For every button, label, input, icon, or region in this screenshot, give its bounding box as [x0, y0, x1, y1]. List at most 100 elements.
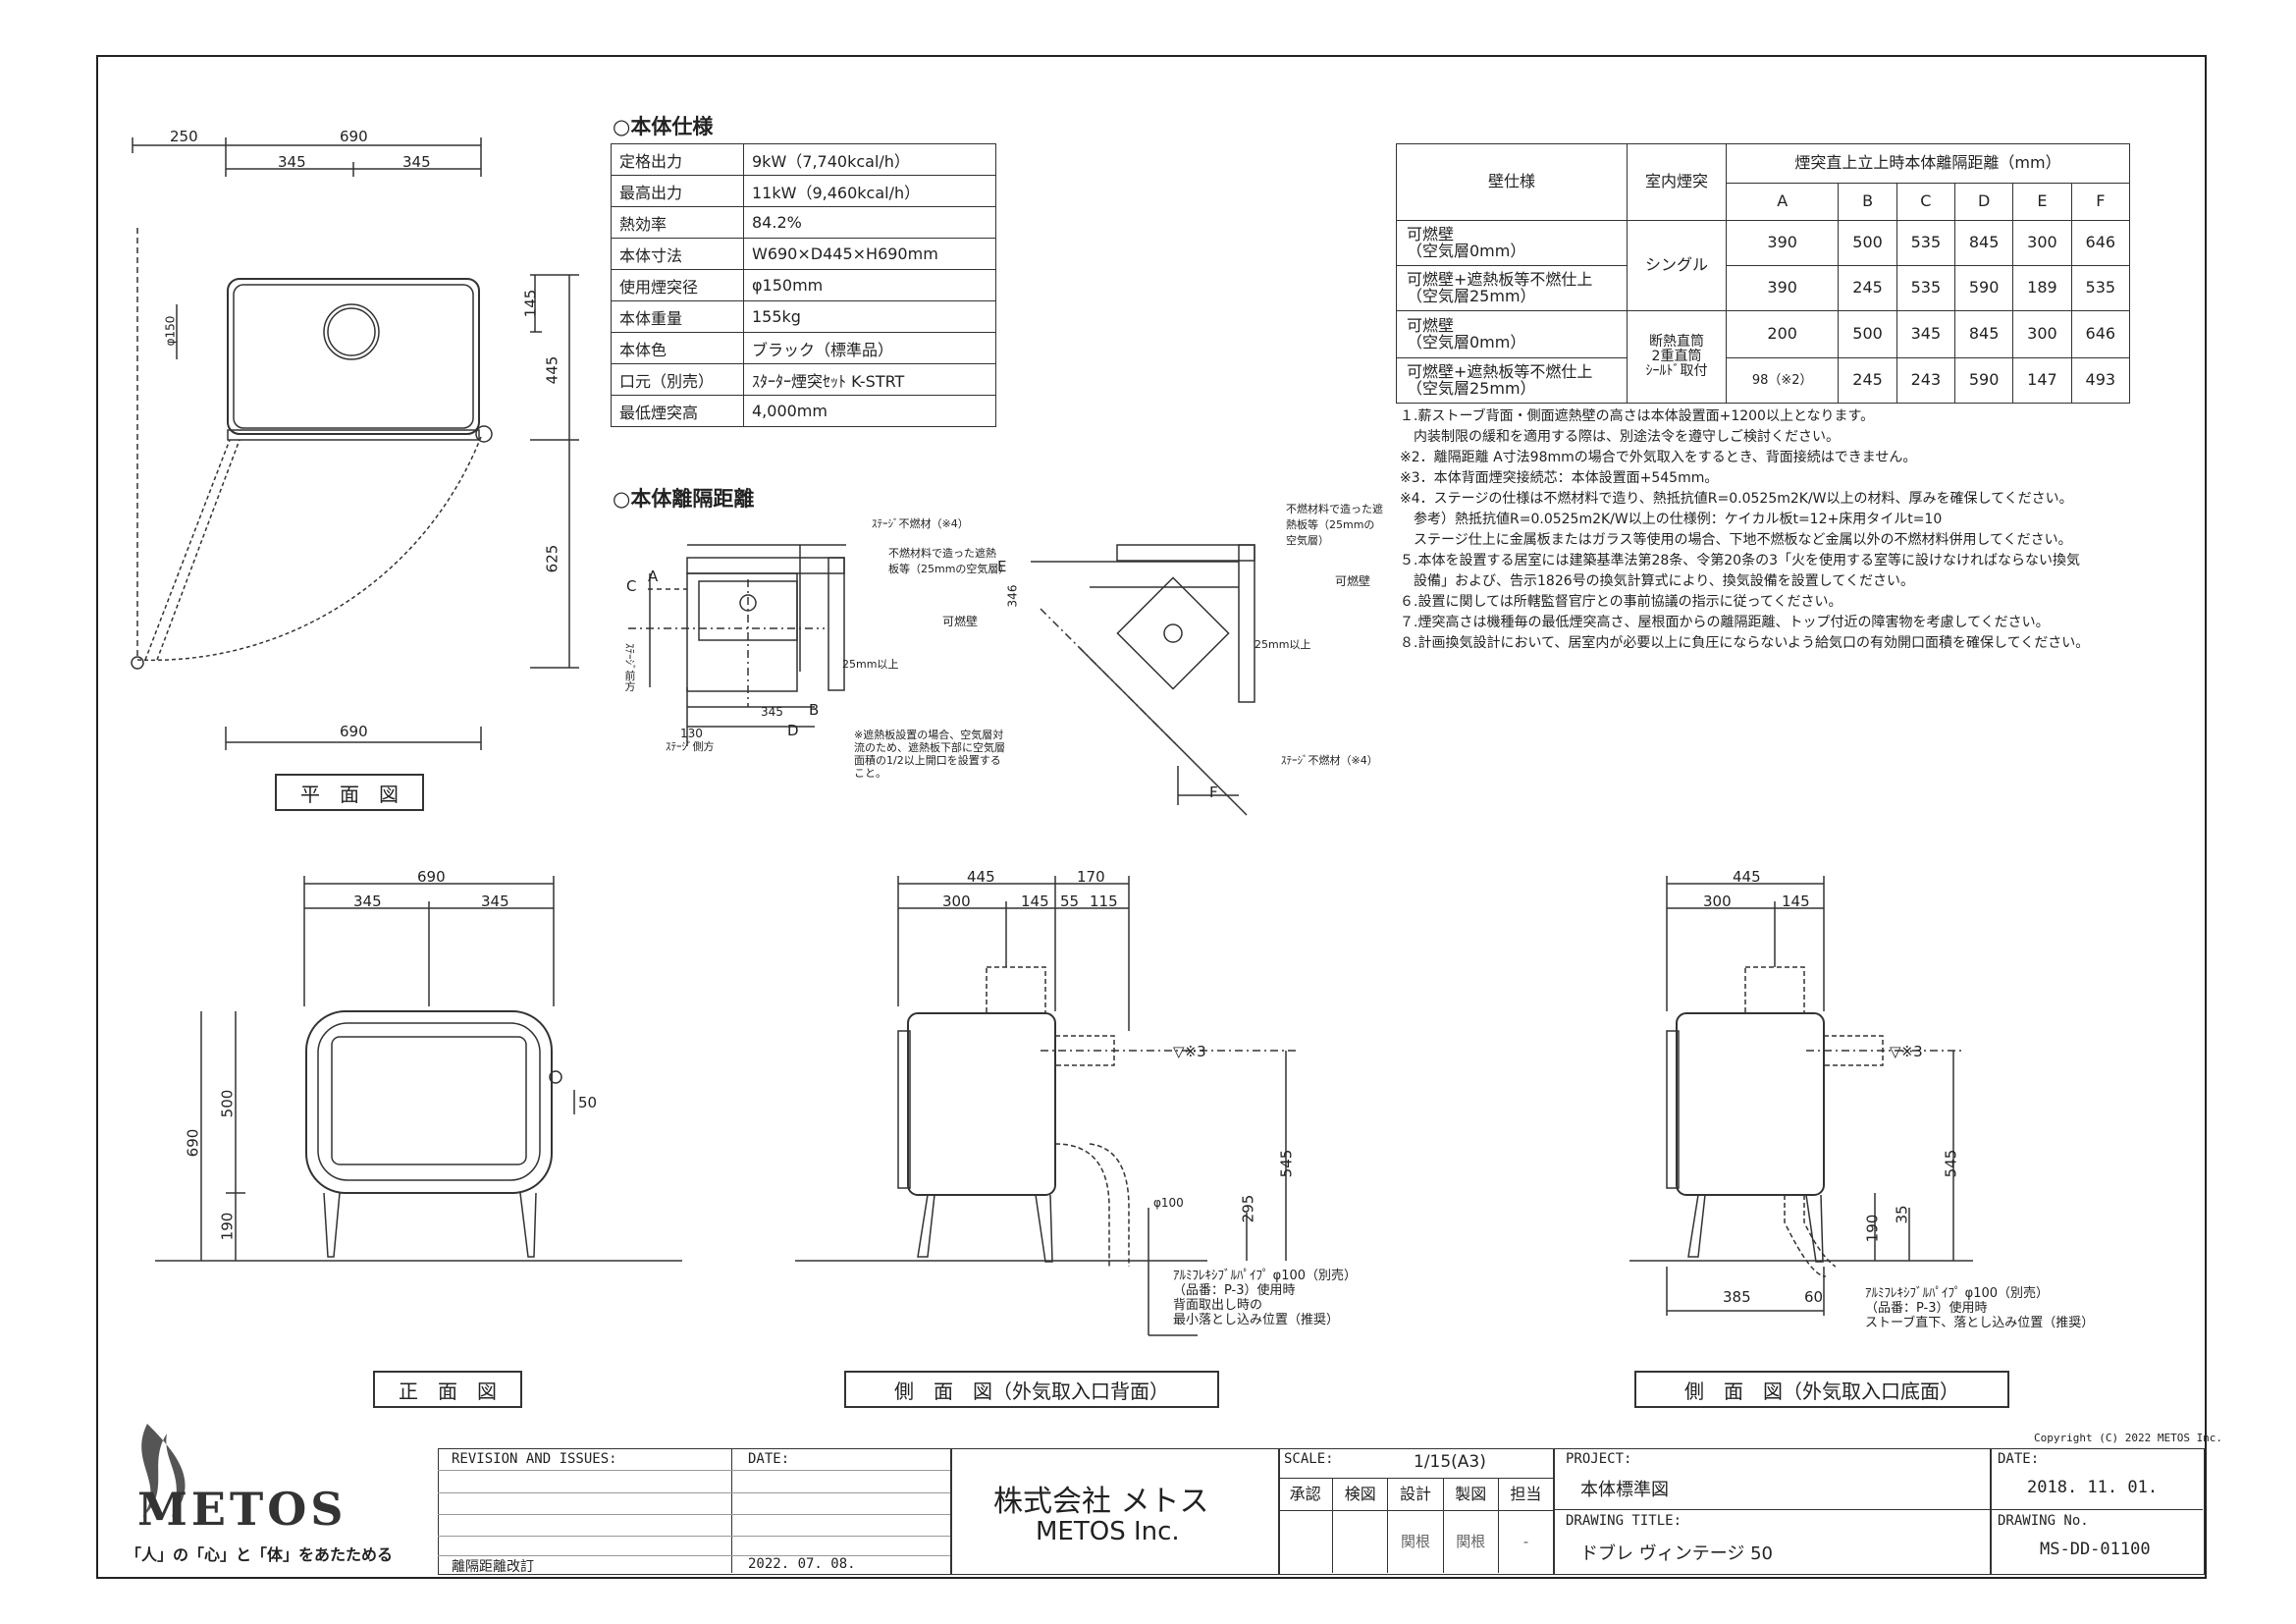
scale-block — [1278, 1448, 1555, 1575]
revision-entry-date: 2022. 07. 08. — [748, 1556, 856, 1572]
side-dim-55: 55 — [1060, 893, 1080, 910]
scale-label: SCALE: — [1284, 1451, 1334, 1467]
plan-dim-445: 445 — [543, 355, 561, 385]
plan-view-drawing — [131, 137, 579, 750]
side-dim-545: 545 — [1277, 1149, 1296, 1178]
project-block — [1553, 1448, 1992, 1575]
front-view-label: 正 面 図 — [373, 1371, 522, 1408]
side-dim-300: 300 — [942, 893, 971, 910]
side-rear-view-label: 側 面 図（外気取入口背面） — [844, 1371, 1219, 1408]
date-value: 2018. 11. 01. — [2027, 1478, 2159, 1497]
side-dim-170: 170 — [1077, 868, 1105, 886]
side-dim-295: 295 — [1239, 1194, 1257, 1223]
drawing-no: MS-DD-01100 — [2040, 1540, 2151, 1559]
clr-d345: 345 — [761, 705, 783, 719]
side-dim-445: 445 — [967, 868, 995, 886]
clr-F: F — [1209, 784, 1218, 801]
side2-dim-445: 445 — [1733, 868, 1761, 886]
project-value: 本体標準図 — [1580, 1480, 1669, 1500]
side-rear-pipe-note: ｱﾙﾐﾌﾚｷｼﾌﾞﾙﾊﾟｲﾌﾟ φ100（別売） （品番：P-3）使用時 背面取… — [1173, 1269, 1358, 1327]
clr-E: E — [997, 558, 1007, 575]
front-dim-190: 190 — [218, 1212, 237, 1241]
clr-C: C — [626, 577, 637, 595]
metos-logo-text: METOS — [137, 1483, 347, 1536]
revision-entry: 離隔距離改訂 — [452, 1559, 534, 1575]
side2-dim-385: 385 — [1723, 1288, 1751, 1306]
copyright: Copyright (C) 2022 METOS Inc. — [2034, 1432, 2223, 1444]
label-stage-side: ｽﾃｰｼﾞ側方 — [666, 740, 715, 753]
side2-mark-3: ▽※3 — [1890, 1043, 1923, 1060]
drawing-frame — [96, 55, 2207, 1579]
approval-row: 承認 検図 設計 製図 担当 — [1278, 1479, 1553, 1510]
label-wall-right: 可燃壁 — [1335, 574, 1371, 588]
drawing-no-label: DRAWING No. — [1998, 1513, 2089, 1529]
label-wall-left: 可燃壁 — [942, 615, 979, 628]
notes-list: １.薪ストーブ背面・側面遮熱壁の高さは本体設置面+1200以上となります。 内装… — [1400, 408, 2090, 651]
label-stage-front: ｽﾃｰｼﾞ前方 — [623, 643, 636, 692]
clearance-left-drawing — [628, 544, 846, 746]
plan-dim-145: 145 — [521, 289, 540, 318]
side2-dim-545: 545 — [1942, 1149, 1960, 1178]
plan-dim-625: 625 — [543, 544, 561, 573]
company-name-en: METOS Inc. — [1036, 1517, 1180, 1546]
clearance-right-drawing — [1031, 544, 1255, 816]
revision-block — [438, 1448, 952, 1575]
spec-row: 口元（別売）ｽﾀｰﾀｰ煙突ｾｯﾄ K-STRT — [611, 363, 996, 396]
plan-dim-250: 250 — [170, 128, 198, 145]
revision-label: REVISION AND ISSUES: — [452, 1451, 617, 1467]
label-stage-fireproof-left: ｽﾃｰｼﾞ不燃材（※4） — [872, 517, 969, 530]
revision-date-label: DATE: — [748, 1451, 790, 1467]
label-shield-right: 不燃材料で造った遮熱板等（25mmの空気層） — [1286, 503, 1383, 547]
metos-flame-logo — [141, 1424, 186, 1517]
date-label: DATE: — [1998, 1451, 2040, 1467]
side-dim-phi100: φ100 — [1153, 1196, 1184, 1210]
clr-D: D — [787, 722, 799, 739]
project-label: PROJECT: — [1566, 1451, 1632, 1467]
company-name-ja: 株式会社 メトス — [993, 1485, 1209, 1519]
side2-dim-190: 190 — [1863, 1214, 1882, 1243]
side-rear-view-drawing — [795, 876, 1296, 1336]
scale-value: 1/15(A3) — [1414, 1452, 1486, 1472]
front-dim-500: 500 — [218, 1089, 237, 1118]
front-dim-50: 50 — [578, 1094, 598, 1111]
side2-dim-145: 145 — [1782, 893, 1810, 910]
plan-view-label: 平 面 図 — [275, 774, 424, 811]
side-mark-3: ▽※3 — [1173, 1043, 1206, 1060]
front-dim-345a: 345 — [353, 893, 382, 910]
spec-title: ○本体仕様 — [613, 115, 714, 138]
plan-dim-690: 690 — [340, 128, 368, 145]
side-bottom-view-drawing — [1629, 876, 1973, 1316]
side2-dim-35: 35 — [1893, 1205, 1911, 1224]
front-dim-690: 690 — [417, 868, 446, 886]
front-dim-690v: 690 — [184, 1128, 202, 1158]
slogan: 「人」の「心」と「体」をあたためる — [126, 1545, 394, 1564]
front-dim-345b: 345 — [481, 893, 509, 910]
label-gap-right: 25mm以上 — [1255, 638, 1311, 651]
side2-dim-60: 60 — [1804, 1288, 1824, 1306]
side2-dim-300: 300 — [1703, 893, 1732, 910]
drawing-title: ドブレ ヴィンテージ 50 — [1580, 1543, 1773, 1564]
clr-B: B — [809, 701, 820, 719]
plan-dim-690-bottom: 690 — [340, 723, 368, 740]
label-stage-fireproof-right: ｽﾃｰｼﾞ不燃材（※4） — [1281, 754, 1378, 767]
clr-d130: 130 — [680, 727, 703, 740]
label-shield-left: 不燃材料で造った遮熱板等（25mmの空気層） — [888, 547, 1010, 575]
plan-dim-345a: 345 — [278, 153, 306, 171]
plan-dim-345b: 345 — [402, 153, 431, 171]
clr-d346: 346 — [1005, 584, 1020, 608]
spec-row: 本体色ブラック（標準品） — [611, 332, 996, 364]
approval-names-row: 関根 関根 - — [1278, 1511, 1553, 1573]
side-bottom-pipe-note: ｱﾙﾐﾌﾚｷｼﾌﾞﾙﾊﾟｲﾌﾟ φ100（別売） （品番：P-3）使用時 ストー… — [1865, 1286, 2095, 1330]
